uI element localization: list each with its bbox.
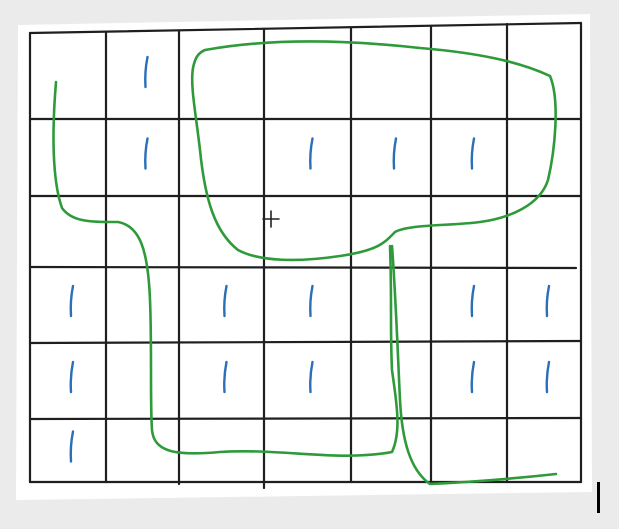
green-path-right (390, 244, 558, 486)
green-loop-upper (190, 40, 557, 262)
paper-sheet (16, 14, 592, 500)
tally-mark (69, 430, 75, 463)
tally-marks (69, 55, 551, 463)
tally-mark (309, 284, 314, 318)
tally-mark (470, 137, 476, 170)
hand-drawn-paths (52, 40, 558, 486)
grid-line-h4 (28, 339, 583, 345)
tally-mark (144, 137, 149, 170)
tally-mark (470, 360, 476, 394)
page-edge-marker (597, 482, 600, 513)
grid-line-h3 (28, 265, 578, 270)
tally-mark (309, 137, 314, 170)
tally-mark (223, 284, 228, 318)
tally-mark (545, 360, 551, 394)
tally-mark (69, 284, 75, 318)
grid-line-h0 (28, 21, 583, 35)
grid-line-h5 (28, 416, 583, 421)
tally-mark (545, 284, 551, 318)
green-path-left (52, 80, 399, 457)
crosshair-cursor-icon (262, 210, 280, 228)
tally-mark (309, 360, 314, 394)
tally-mark (69, 360, 75, 394)
tally-mark (144, 55, 149, 89)
tally-mark (470, 284, 476, 318)
tally-mark (392, 137, 398, 170)
tally-mark (223, 360, 228, 394)
